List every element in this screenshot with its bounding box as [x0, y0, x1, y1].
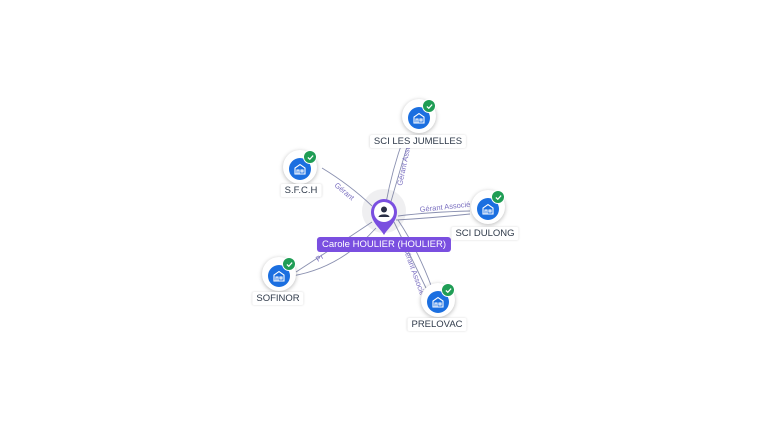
- edge-sfch: [321, 167, 373, 207]
- company-node-sofinor[interactable]: [262, 257, 296, 291]
- building-icon: [289, 158, 311, 180]
- verified-check-icon: [282, 257, 296, 271]
- company-label-sfch[interactable]: S.F.C.H: [280, 184, 322, 197]
- person-pin[interactable]: [368, 196, 400, 236]
- company-node-sci-dulong[interactable]: [471, 190, 505, 224]
- edge-sci-dulong: [397, 210, 471, 217]
- edge-sofinor-2: [291, 227, 377, 277]
- building-icon: [268, 265, 290, 287]
- company-label-sci-les-jumelles[interactable]: SCI LES JUMELLES: [369, 135, 467, 148]
- person-icon: [378, 206, 390, 217]
- building-icon: [408, 107, 430, 129]
- verified-check-icon: [441, 283, 455, 297]
- building-icon: [477, 198, 499, 220]
- center-node-label[interactable]: Carole HOULIER (HOULIER): [316, 237, 452, 252]
- edge-sci-dulong-2: [395, 213, 471, 221]
- verified-check-icon: [491, 190, 505, 204]
- verified-check-icon: [422, 99, 436, 113]
- edge-label-sofinor: Pr: [314, 252, 326, 264]
- company-label-sofinor[interactable]: SOFINOR: [252, 292, 304, 305]
- building-icon: [427, 291, 449, 313]
- company-label-sci-dulong[interactable]: SCI DULONG: [451, 227, 519, 240]
- edge-prelovac: [393, 221, 427, 289]
- company-node-prelovac[interactable]: [421, 283, 455, 317]
- edge-label-sfch: Gérant: [333, 181, 357, 203]
- company-label-prelovac[interactable]: PRELOVAC: [407, 318, 467, 331]
- edge-prelovac-2: [397, 219, 433, 289]
- company-node-sfch[interactable]: [283, 150, 317, 184]
- company-node-sci-les-jumelles[interactable]: [402, 99, 436, 133]
- verified-check-icon: [303, 150, 317, 164]
